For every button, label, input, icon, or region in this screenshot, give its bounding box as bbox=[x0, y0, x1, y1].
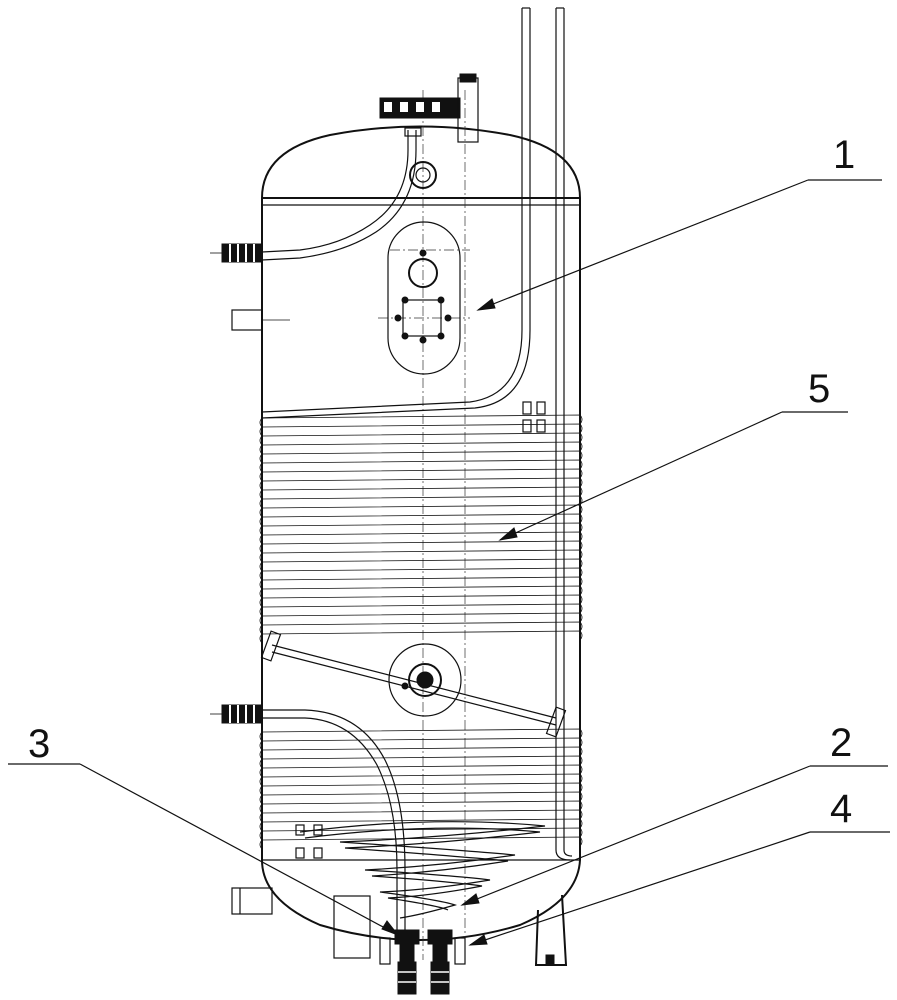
lower-elbow-pipe bbox=[262, 709, 406, 930]
coil-turn bbox=[259, 621, 583, 635]
coil-turn bbox=[259, 468, 583, 482]
coil-turn bbox=[259, 423, 583, 437]
coil-turn bbox=[259, 800, 583, 814]
bottom-outlets bbox=[333, 895, 466, 995]
callout-5: 5 bbox=[808, 367, 830, 411]
coil-turn bbox=[259, 477, 583, 491]
side-nozzle-bottom bbox=[231, 887, 273, 915]
callout-3: 3 bbox=[28, 722, 50, 766]
coil-turn bbox=[259, 594, 583, 608]
lower-coil bbox=[259, 728, 583, 850]
coil-turn bbox=[259, 612, 583, 626]
coil-turn bbox=[259, 567, 583, 581]
coil-turn bbox=[259, 782, 583, 796]
coil-turn bbox=[259, 441, 583, 455]
coil-turn bbox=[259, 791, 583, 805]
coil-turn bbox=[259, 486, 583, 500]
coil-turn bbox=[259, 531, 583, 545]
coil-turn bbox=[259, 549, 583, 563]
side-nozzle-middle bbox=[231, 309, 290, 331]
center-lines bbox=[378, 90, 470, 960]
callout-labels: 1 5 3 2 4 bbox=[28, 133, 855, 831]
top-flange-fittings bbox=[379, 73, 479, 143]
coil-turn bbox=[259, 540, 583, 554]
diagonal-pipe bbox=[260, 630, 567, 738]
manhole bbox=[387, 221, 461, 375]
coil-turn bbox=[259, 513, 583, 527]
coil-turn bbox=[259, 737, 583, 751]
coil-turn bbox=[259, 764, 583, 778]
middle-port bbox=[388, 643, 462, 717]
coil-turn bbox=[259, 630, 583, 644]
coil-turn bbox=[259, 728, 583, 742]
callout-1: 1 bbox=[833, 133, 855, 177]
coil-turn bbox=[259, 603, 583, 617]
bottom-zigzag-heater bbox=[299, 821, 546, 919]
coil-turn bbox=[259, 522, 583, 536]
leader-lines bbox=[8, 179, 890, 946]
coil-turn bbox=[259, 495, 583, 509]
callout-4: 4 bbox=[830, 787, 852, 831]
coil-turn bbox=[259, 818, 583, 832]
coil-turn bbox=[259, 755, 583, 769]
arrowheads bbox=[381, 298, 518, 946]
coil-turn bbox=[259, 809, 583, 823]
coil-turn bbox=[259, 773, 583, 787]
coil-turn bbox=[259, 414, 583, 428]
coil-turn bbox=[259, 504, 583, 518]
coil-turn bbox=[259, 450, 583, 464]
coil-turn bbox=[259, 432, 583, 446]
upper-coil bbox=[259, 414, 583, 644]
support-leg bbox=[534, 894, 568, 966]
side-nozzle-lower bbox=[210, 704, 263, 724]
coil-turn bbox=[259, 836, 583, 850]
coil-turn bbox=[259, 827, 583, 841]
top-elbow-pipe bbox=[261, 127, 437, 261]
side-nozzle-upper bbox=[210, 243, 263, 263]
coil-turn bbox=[259, 459, 583, 473]
coil-turn bbox=[259, 746, 583, 760]
coil-turn bbox=[259, 558, 583, 572]
callout-2: 2 bbox=[830, 721, 852, 765]
coil-turn bbox=[259, 576, 583, 590]
coil-turn bbox=[259, 585, 583, 599]
valve-markers bbox=[295, 401, 546, 859]
